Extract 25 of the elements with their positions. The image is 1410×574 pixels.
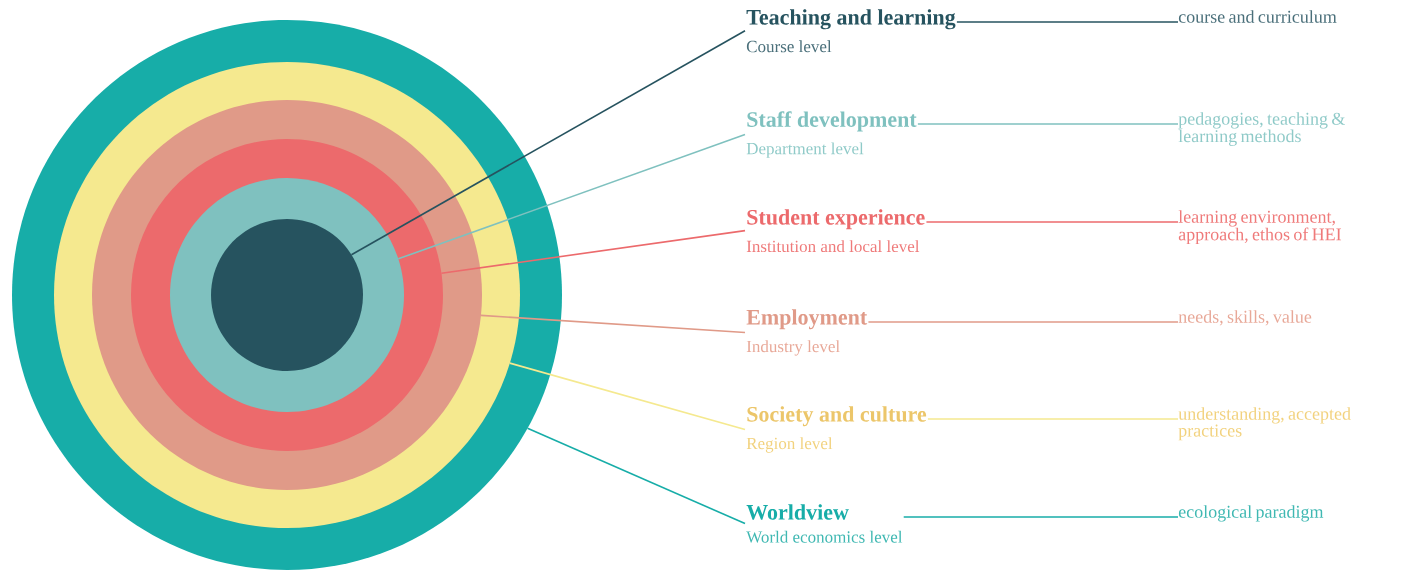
description-text: needs, skills, value (1178, 310, 1312, 326)
connector-line (902, 516, 1179, 518)
center-disc (211, 219, 363, 371)
leader-line (440, 229, 746, 275)
connector-line (867, 321, 1179, 323)
leader-line (397, 133, 746, 260)
description-text: understanding, accepted practices (1178, 407, 1351, 441)
connector-line (956, 21, 1179, 23)
connector-line (927, 418, 1179, 420)
leader-line (509, 362, 746, 431)
connector-line (917, 123, 1179, 125)
leader-line (350, 29, 746, 256)
level-label: Student experience Institution and local level (746, 209, 925, 253)
description-text: course and curriculum (1178, 10, 1337, 23)
leader-line (480, 314, 746, 334)
level-label: Worldview World economics level (746, 504, 903, 543)
level-label: Staff development Department level (746, 111, 917, 158)
description-text: pedagogies, teaching & learning methods (1178, 112, 1345, 146)
description-text: learning environment, approach, ethos of HEI (1178, 210, 1341, 245)
leader-line (526, 427, 746, 525)
level-label: Teaching and learning Course level (746, 9, 956, 53)
level-label: Society and culture Region level (746, 406, 927, 453)
level-label: Employment Industry level (746, 309, 868, 356)
connector-line (925, 221, 1179, 223)
description-text: ecological paradigm (1178, 505, 1324, 522)
